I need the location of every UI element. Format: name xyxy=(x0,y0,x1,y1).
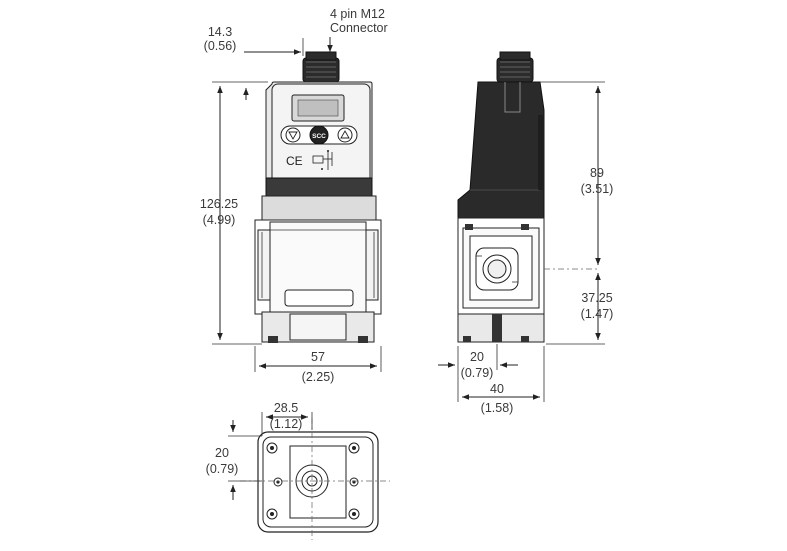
offset-in: (0.56) xyxy=(204,39,237,53)
bottom-x-in: (1.12) xyxy=(270,417,303,431)
connector-label-line2: Connector xyxy=(330,21,388,35)
side-view xyxy=(457,51,598,343)
upper-in: (3.51) xyxy=(581,182,614,196)
width-in: (2.25) xyxy=(302,370,335,384)
sensor-housing-side xyxy=(457,81,545,219)
up-button-icon xyxy=(337,127,353,143)
offset-mm: 14.3 xyxy=(208,25,232,39)
lower-in: (1.47) xyxy=(581,307,614,321)
scc-button xyxy=(309,125,329,145)
ce-mark: CE xyxy=(286,154,303,168)
width-mm: 57 xyxy=(311,350,325,364)
upper-mm: 89 xyxy=(590,166,604,180)
port-offset-in: (0.79) xyxy=(461,366,494,380)
side-width-in: (1.58) xyxy=(481,401,514,415)
lower-mm: 37.25 xyxy=(581,291,612,305)
bottom-y-in: (0.79) xyxy=(206,462,239,476)
dimension-lines xyxy=(212,37,605,500)
sensor-housing-front: SCC CE xyxy=(261,81,377,221)
label-plate xyxy=(284,289,354,307)
height-mm: 126.25 xyxy=(200,197,238,211)
bottom-view xyxy=(240,418,390,540)
m12-connector-front xyxy=(302,51,340,83)
wiring-symbol-icon xyxy=(312,150,333,170)
front-view: SCC CE xyxy=(254,51,382,343)
regulator-body-front xyxy=(254,219,382,343)
side-width-mm: 40 xyxy=(490,382,504,396)
height-in: (4.99) xyxy=(203,213,236,227)
mounting-hole-icons xyxy=(266,442,360,520)
dimension-labels: 4 pin M12 Connector 14.3 (0.56) 126.25 (… xyxy=(200,7,613,476)
regulator-body-side xyxy=(457,217,598,343)
down-button-icon xyxy=(285,127,301,143)
scc-button-label: SCC xyxy=(312,133,326,140)
bottom-x-mm: 28.5 xyxy=(274,401,298,415)
bottom-y-mm: 20 xyxy=(215,446,229,460)
port-offset-mm: 20 xyxy=(470,350,484,364)
m12-connector-side xyxy=(496,51,534,83)
connector-label-line1: 4 pin M12 xyxy=(330,7,385,21)
